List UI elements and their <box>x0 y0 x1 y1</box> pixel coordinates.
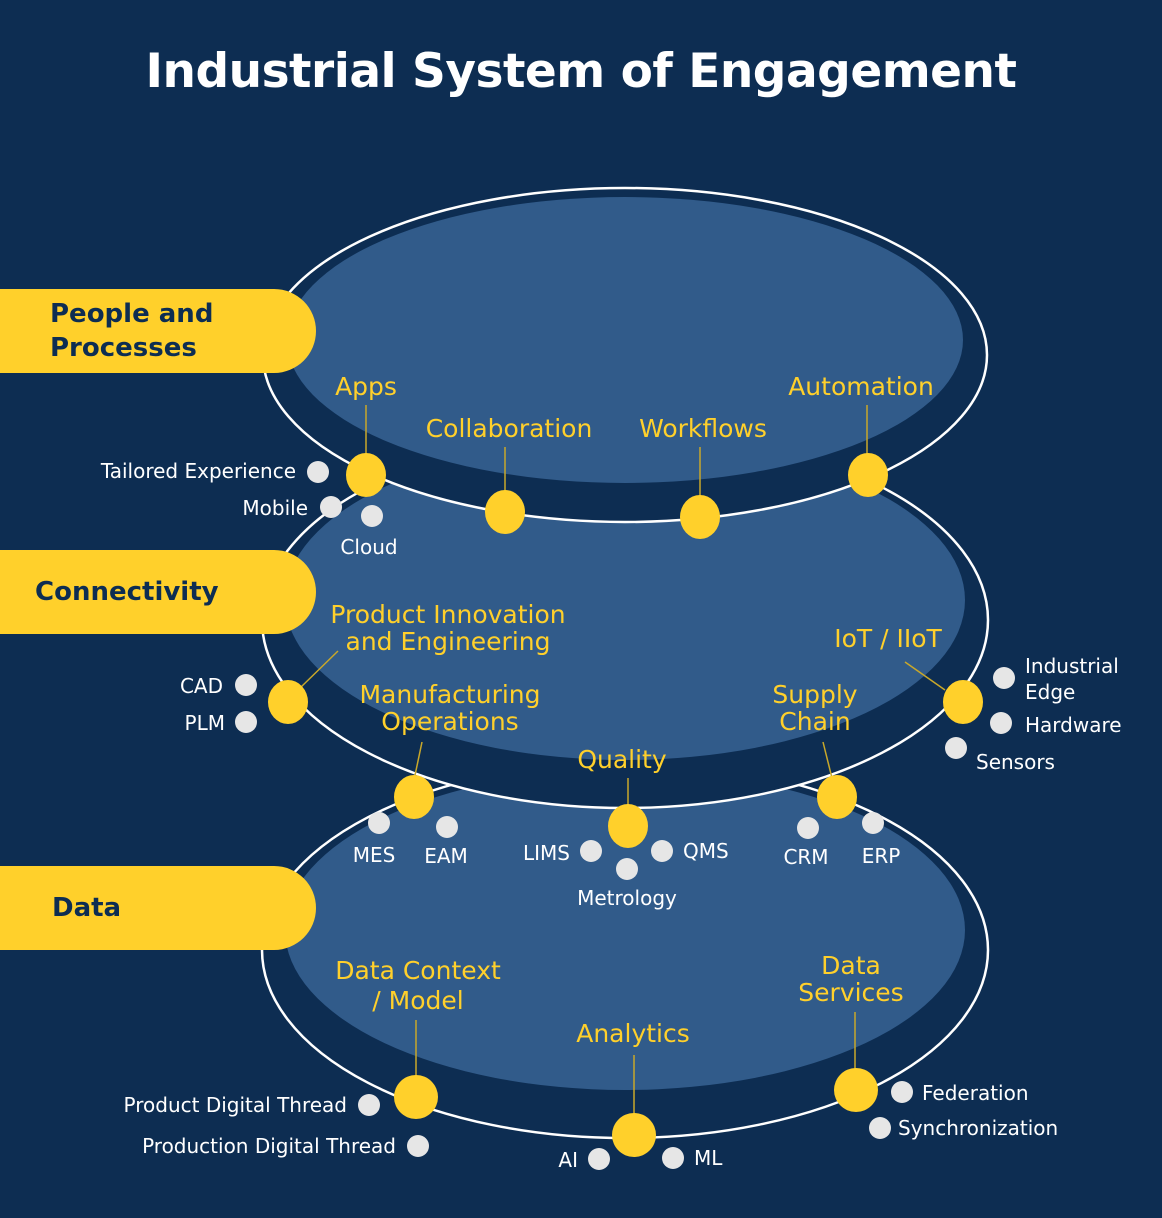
iot-label: IoT / IIoT <box>834 624 942 653</box>
page-title: Industrial System of Engagement <box>145 44 1017 99</box>
people-ellipse <box>261 186 989 524</box>
label-line: Industrial <box>1025 654 1119 678</box>
product-innovation-label: Product Innovation and Engineering <box>330 601 565 655</box>
collaboration-node <box>485 490 525 534</box>
lims-label: LIMS <box>523 841 570 865</box>
plm-dot <box>235 711 257 733</box>
label-line: Operations <box>381 707 519 736</box>
layer-people-and-processes: People and Processes <box>0 289 316 373</box>
industrial-edge-dot <box>993 667 1015 689</box>
label-line: Services <box>798 978 904 1007</box>
iot-node <box>943 680 983 724</box>
label-line: Edge <box>1025 680 1076 704</box>
ai-dot <box>588 1148 610 1170</box>
label-line: Product Innovation <box>330 600 566 629</box>
cad-dot <box>235 674 257 696</box>
layer-data: Data <box>0 866 316 950</box>
qms-label: QMS <box>683 839 729 863</box>
synchronization-dot <box>869 1117 891 1139</box>
workflows-label: Workflows <box>639 414 767 443</box>
data-services-label: Data Services <box>798 952 903 1006</box>
erp-label: ERP <box>861 844 901 868</box>
tailored-experience-dot <box>307 461 329 483</box>
crm-dot <box>797 817 819 839</box>
synchronization-label: Synchronization <box>898 1116 1059 1140</box>
federation-label: Federation <box>922 1081 1029 1105</box>
mes-dot <box>368 812 390 834</box>
leader-lines <box>299 405 946 1115</box>
label-line: Supply <box>772 680 858 709</box>
mobile-dot <box>320 496 342 518</box>
industrial-edge-label: Industrial Edge <box>1025 653 1119 705</box>
qms-dot <box>651 840 673 862</box>
apps-label: Apps <box>335 372 397 401</box>
connectivity-ellipse <box>260 430 990 810</box>
label-line: Chain <box>779 707 851 736</box>
supply-chain-node <box>817 775 857 819</box>
label-line: Data Context <box>335 956 501 985</box>
ml-dot <box>662 1147 684 1169</box>
product-digital-thread-label: Product Digital Thread <box>123 1093 347 1117</box>
item-nodes <box>235 461 1015 1170</box>
tailored-experience-label: Tailored Experience <box>100 459 296 483</box>
automation-label: Automation <box>788 372 934 401</box>
eam-label: EAM <box>424 844 468 868</box>
manufacturing-node <box>394 775 434 819</box>
metrology-label: Metrology <box>577 886 677 910</box>
manufacturing-label: Manufacturing Operations <box>359 681 540 735</box>
supply-chain-label: Supply Chain <box>772 681 857 735</box>
label-line: Manufacturing <box>359 680 541 709</box>
hardware-dot <box>990 712 1012 734</box>
workflows-node <box>680 495 720 539</box>
layer-label: Connectivity <box>35 577 219 607</box>
layer-label: People and Processes <box>50 299 214 363</box>
layer-label: Data <box>52 893 122 923</box>
quality-node <box>608 804 648 848</box>
sensors-label: Sensors <box>976 750 1055 774</box>
product-digital-thread-dot <box>358 1094 380 1116</box>
data-context-node <box>394 1075 438 1119</box>
crm-label: CRM <box>783 845 829 869</box>
ml-label: ML <box>694 1146 723 1170</box>
ai-label: AI <box>558 1148 578 1172</box>
metrology-dot <box>616 858 638 880</box>
product-innovation-node <box>268 680 308 724</box>
cloud-label: Cloud <box>340 535 398 559</box>
mes-label: MES <box>352 843 396 867</box>
label-line: and Engineering <box>345 627 551 656</box>
automation-node <box>848 453 888 497</box>
data-context-label: Data Context / Model <box>335 956 501 1016</box>
quality-label: Quality <box>577 745 667 774</box>
sensors-dot <box>945 737 967 759</box>
collaboration-label: Collaboration <box>425 414 593 443</box>
production-digital-thread-dot <box>407 1135 429 1157</box>
label-line: / Model <box>372 986 464 1015</box>
mobile-label: Mobile <box>242 496 308 520</box>
capability-nodes <box>268 453 983 1157</box>
cloud-dot <box>361 505 383 527</box>
analytics-label: Analytics <box>576 1019 690 1048</box>
analytics-node <box>612 1113 656 1157</box>
production-digital-thread-label: Production Digital Thread <box>142 1134 396 1158</box>
apps-node <box>346 453 386 497</box>
plm-label: PLM <box>184 711 225 735</box>
federation-dot <box>891 1081 913 1103</box>
data-services-node <box>834 1068 878 1112</box>
cad-label: CAD <box>179 674 223 698</box>
eam-dot <box>436 816 458 838</box>
hardware-label: Hardware <box>1025 713 1122 737</box>
erp-dot <box>862 812 884 834</box>
label-line: Data <box>821 951 881 980</box>
layer-connectivity: Connectivity <box>0 550 316 634</box>
lims-dot <box>580 840 602 862</box>
